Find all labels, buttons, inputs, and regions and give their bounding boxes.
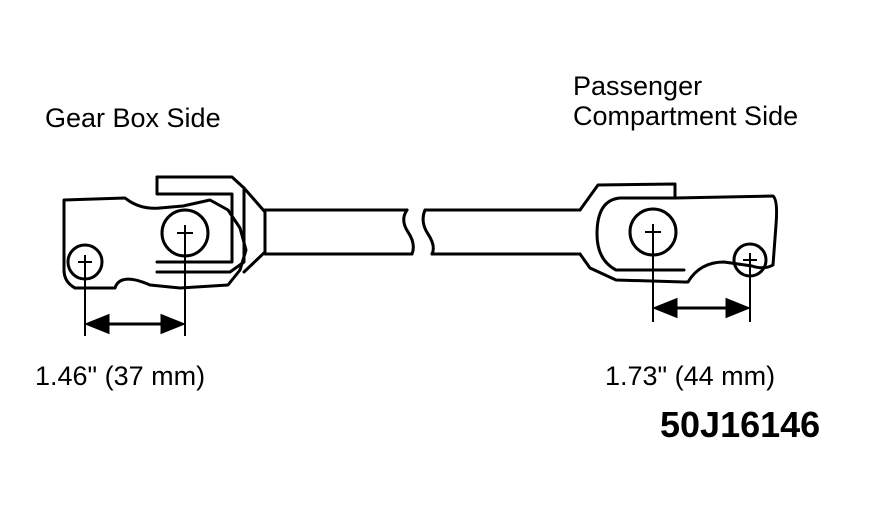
left-arrowhead-left: [83, 313, 110, 335]
left-arrowhead-right: [160, 313, 187, 335]
left-inner-pin-center-mark: [177, 225, 193, 241]
shaft-left-section: [263, 208, 415, 256]
passenger-label-line2: Compartment Side: [573, 101, 799, 131]
right-dimension-label: 1.73" (44 mm): [605, 361, 776, 391]
right-arrowhead-left: [651, 297, 678, 319]
left-outer-pin-center-mark: [78, 255, 92, 269]
right-inner-pin-center-mark: [645, 224, 661, 240]
shaft-right-section: [421, 208, 582, 256]
passenger-label-line1: Passenger: [573, 71, 703, 101]
left-dimension-label: 1.46" (37 mm): [35, 361, 206, 391]
right-outer-pin-center-mark: [743, 253, 757, 267]
passenger-compartment-side-yoke: [578, 182, 779, 284]
figure-code: 50J16146: [660, 404, 821, 445]
right-arrowhead-right: [725, 297, 752, 319]
gear-box-side-yoke: [62, 175, 267, 290]
gear-box-side-label: Gear Box Side: [45, 103, 221, 133]
